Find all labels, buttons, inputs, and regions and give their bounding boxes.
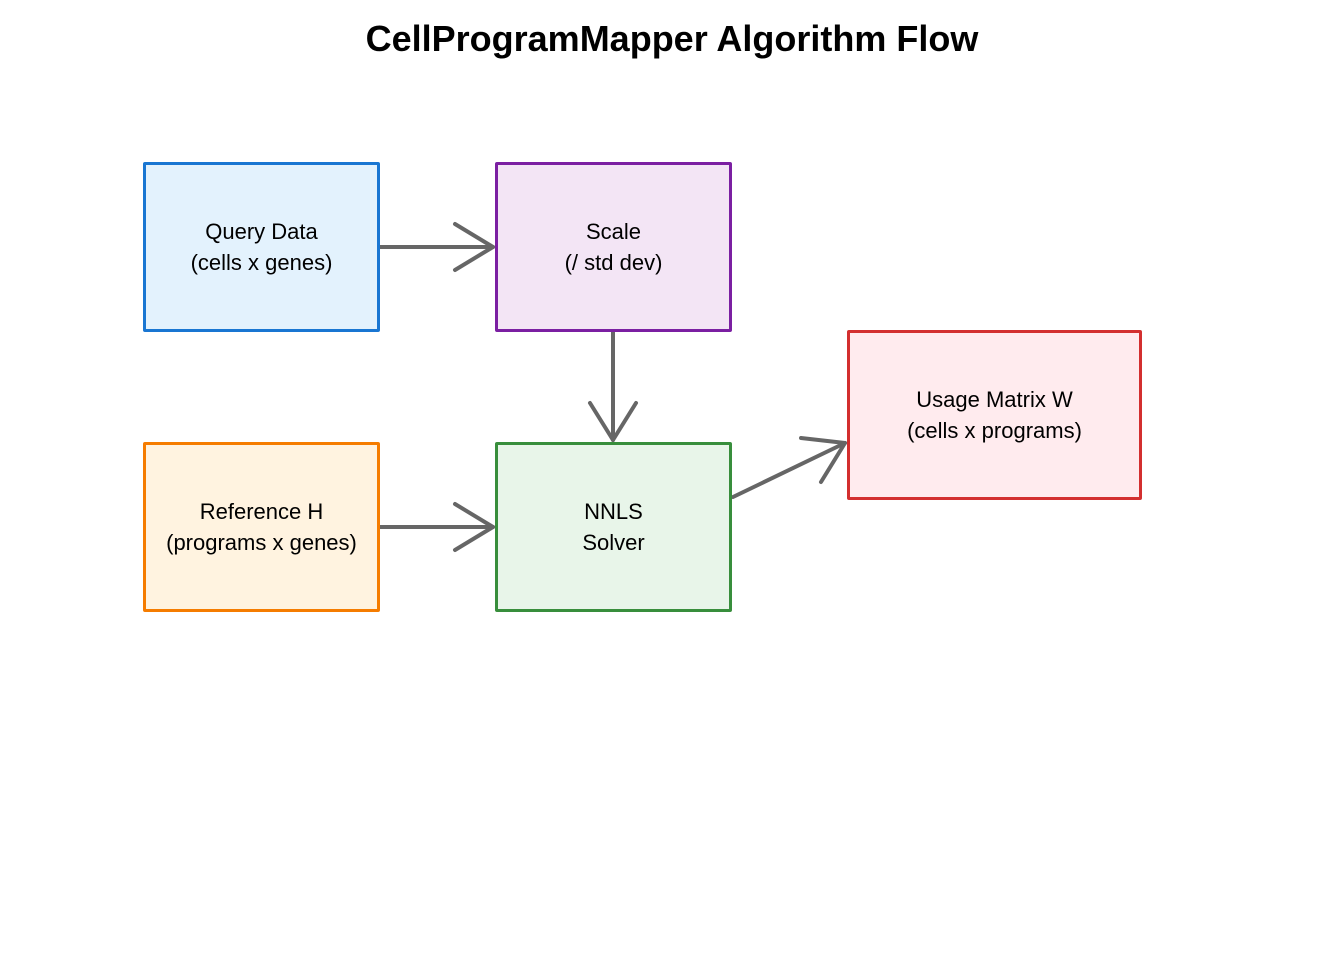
node-scale: Scale (/ std dev) (495, 162, 732, 332)
node-label-line2: (programs x genes) (166, 530, 357, 555)
node-usage-matrix: Usage Matrix W (cells x programs) (847, 330, 1142, 500)
node-label-line1: Reference H (199, 499, 324, 524)
node-label-line2: Solver (582, 530, 645, 555)
node-label-line1: Scale (585, 219, 642, 244)
arrowhead-icon (588, 401, 638, 442)
node-reference-h: Reference H (programs x genes) (143, 442, 380, 612)
node-label-line2: (cells x programs) (907, 418, 1082, 443)
edge-query-to-scale (378, 222, 495, 272)
diagram-title: CellProgramMapper Algorithm Flow (365, 18, 979, 59)
arrowhead-icon (799, 436, 847, 484)
arrowhead-icon (453, 502, 495, 552)
arrowhead-icon (453, 222, 495, 272)
node-query-data: Query Data (cells x genes) (143, 162, 380, 332)
edge-reference-to-nnls (378, 502, 495, 552)
edge-nnls-to-usage (731, 436, 847, 499)
node-label-line1: Usage Matrix W (916, 387, 1073, 412)
node-label-line2: (cells x genes) (190, 250, 333, 275)
node-label-line1: Query Data (205, 219, 318, 244)
edge-scale-to-nnls (588, 330, 638, 442)
edge-line (731, 441, 847, 499)
node-nnls-solver: NNLS Solver (495, 442, 732, 612)
node-label-line1: NNLS (584, 499, 643, 524)
node-label-line2: (/ std dev) (564, 250, 663, 275)
